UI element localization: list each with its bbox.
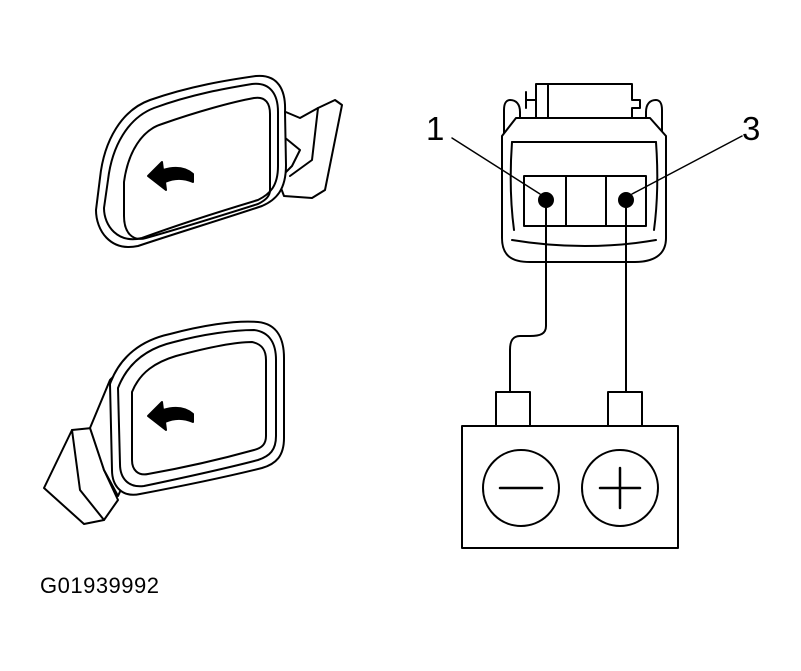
- terminal-post-positive: [607, 391, 643, 427]
- arrow-left-icon: [147, 401, 194, 431]
- leader-line-3: [631, 135, 743, 195]
- mirror-connector: [501, 83, 667, 263]
- arrow-left-icon: [147, 161, 194, 191]
- terminal-post-negative: [495, 391, 531, 427]
- terminal-label-1: 1: [426, 110, 444, 147]
- terminal-label-3: 3: [742, 110, 760, 147]
- mirror-bottom: [43, 320, 285, 525]
- mirror-top: [95, 74, 343, 248]
- battery: [461, 391, 679, 549]
- wire-negative: [509, 199, 547, 393]
- leader-line-1: [451, 137, 541, 195]
- figure-id: G01939992: [40, 573, 160, 598]
